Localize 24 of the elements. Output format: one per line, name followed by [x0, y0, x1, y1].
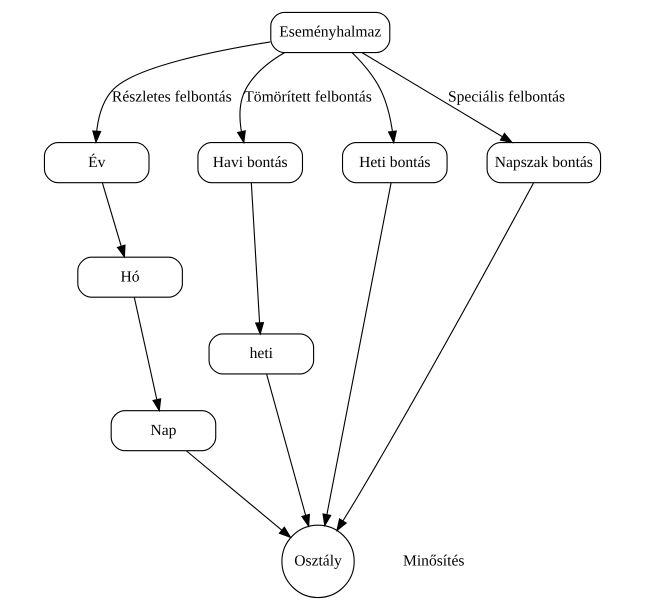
node-box: Heti bontás: [342, 142, 448, 184]
arrow: [186, 450, 292, 538]
edge-label: Tömörített felbontás: [244, 88, 372, 106]
arrow: [250, 182, 264, 336]
arrow: [92, 41, 270, 144]
node-box: Év: [44, 142, 150, 184]
arrow: [362, 52, 514, 144]
node-box: Hó: [77, 256, 183, 298]
node-box: Eseményhalmaz: [270, 12, 390, 54]
arrow: [352, 52, 397, 144]
arrow: [266, 374, 310, 528]
node-box: heti: [208, 333, 314, 374]
arrow: [102, 182, 126, 259]
arrow: [236, 52, 285, 144]
node-label: Minősítés: [403, 552, 464, 570]
arrow: [322, 182, 392, 528]
node-box: Nap: [110, 410, 216, 452]
node-box: Napszak bontás: [486, 142, 602, 184]
arrow: [336, 182, 534, 532]
edge-label: Speciális felbontás: [448, 88, 566, 106]
node-circle: Osztály: [281, 524, 355, 598]
arrow: [134, 297, 162, 412]
edge-label: Részletes felbontás: [112, 88, 232, 106]
node-box: Havi bontás: [197, 142, 304, 184]
